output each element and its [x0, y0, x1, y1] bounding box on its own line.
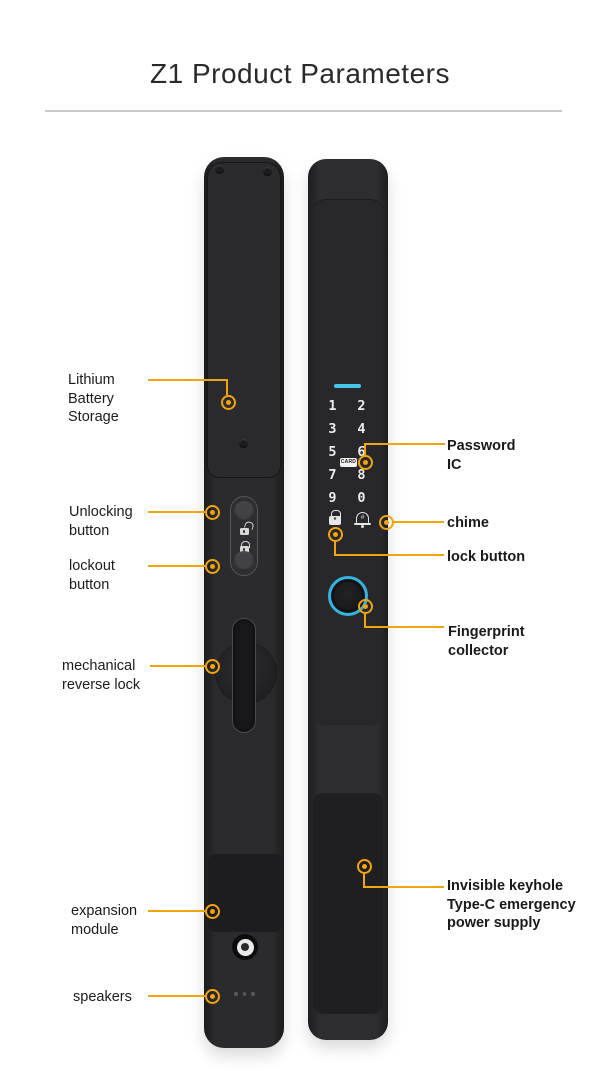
lock-key-icon: * — [329, 510, 341, 525]
lockout-button — [233, 551, 254, 571]
unlocking-button — [233, 501, 254, 521]
screw-icon: + — [215, 165, 224, 174]
key-1: 1 — [328, 398, 337, 414]
key-7: 7 — [328, 466, 337, 483]
callout-line — [150, 665, 205, 667]
expansion-module-panel — [208, 854, 283, 932]
callout-marker-unlocking — [204, 504, 220, 520]
key-9: 9 — [328, 490, 337, 506]
callout-marker-lithium — [220, 394, 236, 410]
battery-cover-panel — [207, 162, 281, 478]
callout-line — [364, 443, 445, 445]
label-lock-button: lock button — [447, 549, 526, 565]
key-4: 4 — [357, 420, 366, 437]
callout-line — [334, 540, 336, 556]
callout-line — [334, 554, 444, 556]
callout-line — [148, 511, 205, 513]
bell-key-icon: # — [354, 512, 371, 528]
label-mechanical-reverse-lock: mechanical reverse lock — [62, 658, 141, 693]
callout-line — [364, 612, 366, 628]
callout-line — [148, 910, 205, 912]
key-6: 6 — [357, 443, 366, 460]
callout-line — [393, 521, 444, 523]
key-5: 5 — [328, 443, 337, 460]
fingerprint-sensor — [334, 582, 362, 610]
label-lithium-battery-storage: Lithium Battery Storage — [68, 372, 119, 425]
key-3: 3 — [328, 420, 337, 437]
callout-marker-lock-button — [327, 526, 343, 542]
callout-marker-expansion — [204, 903, 220, 919]
label-lockout-button: lockout button — [69, 558, 115, 593]
card-badge: CARD — [340, 458, 357, 467]
label-password-ic: Password IC — [447, 438, 516, 473]
keyhole-knob — [232, 934, 258, 960]
status-light-bar — [334, 384, 361, 388]
title-divider — [45, 110, 562, 112]
lock-front-view: 1 2 3 4 5 6 7 8 9 0 CARD * # — [308, 159, 388, 1040]
callout-marker-lockout — [204, 558, 220, 574]
callout-marker-chime — [378, 514, 394, 530]
page-title: Z1 Product Parameters — [150, 58, 450, 89]
callout-line — [363, 886, 444, 888]
callout-line — [364, 444, 366, 456]
callout-line — [363, 872, 365, 888]
key-8: 8 — [357, 466, 366, 483]
label-speakers: speakers — [73, 989, 132, 1005]
key-2: 2 — [357, 398, 366, 414]
button-capsule — [230, 496, 258, 576]
screw-icon: + — [263, 167, 272, 176]
closed-padlock-icon — [239, 541, 250, 553]
screw-icon: + — [239, 439, 248, 448]
keyhole-cover-panel — [313, 793, 383, 1014]
speaker-holes — [234, 992, 255, 996]
callout-marker-speakers — [204, 988, 220, 1004]
callout-marker-reverse-lock — [204, 658, 220, 674]
keyhole-core — [241, 943, 249, 951]
keyhole-ring — [236, 938, 254, 956]
callout-marker-fingerprint — [357, 598, 373, 614]
callout-line — [226, 379, 228, 395]
label-fingerprint-collector: Fingerprint collector — [448, 624, 525, 659]
label-chime: chime — [447, 515, 489, 531]
callout-line — [364, 626, 444, 628]
open-padlock-icon — [239, 528, 249, 535]
callout-marker-keyhole — [356, 858, 372, 874]
lock-back-view: + + + — [204, 157, 284, 1048]
callout-line — [148, 565, 205, 567]
callout-line — [148, 379, 227, 381]
reverse-lock-lever — [232, 618, 256, 733]
callout-marker-password-ic — [357, 454, 373, 470]
key-0: 0 — [357, 490, 366, 506]
callout-line — [148, 995, 205, 997]
label-invisible-keyhole: Invisible keyhole Type-C emergency power… — [447, 878, 576, 931]
label-expansion-module: expansion module — [71, 903, 138, 938]
label-unlocking-button: Unlocking button — [69, 504, 133, 539]
